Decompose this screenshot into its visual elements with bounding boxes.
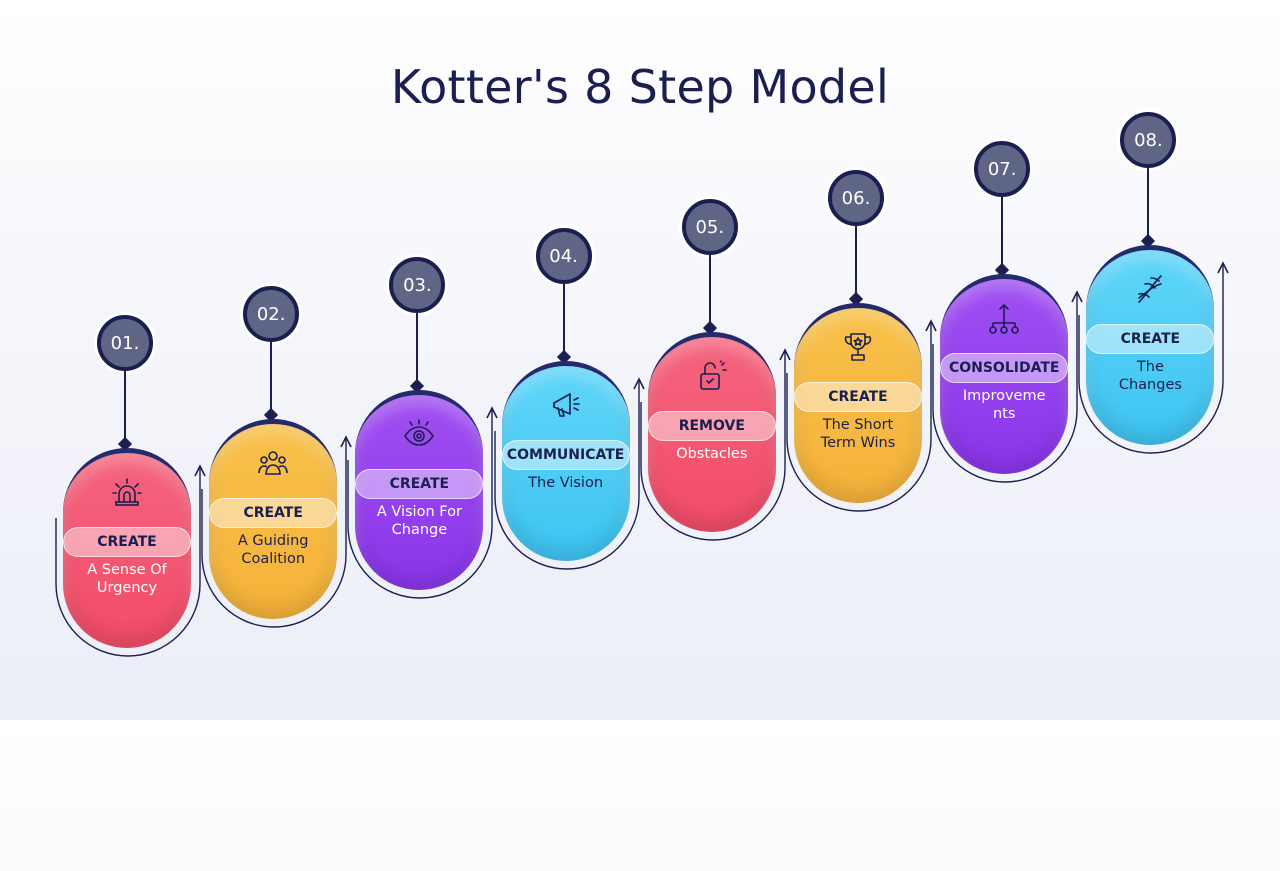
step-connector-line <box>562 284 565 359</box>
step-description-line: The Vision <box>528 475 604 491</box>
step-description-line: nts <box>992 406 1016 422</box>
step-number-badge: 01. <box>97 315 153 371</box>
unlocked-padlock-icon <box>695 359 729 393</box>
step-arc-arrow <box>932 290 1083 483</box>
step-description-line: Urgency <box>96 580 158 596</box>
step-number-badge: 06. <box>828 170 884 226</box>
step-connector-line <box>708 255 711 330</box>
hierarchy-network-icon <box>987 301 1021 335</box>
step-arc-arrow <box>201 435 352 628</box>
step-card: CREATE A Sense Of Urgency <box>63 448 191 648</box>
step-description-line: Obstacles <box>676 446 748 462</box>
step-arc-arrow <box>640 348 791 541</box>
step-number-badge: 05. <box>681 199 738 255</box>
step-label: CREATE <box>209 498 338 528</box>
step-card: REMOVE Obstacles <box>647 332 776 532</box>
step-label: CONSOLIDATE <box>940 353 1069 383</box>
step-number-badge: 08. <box>1120 112 1177 168</box>
step-arc-arrow <box>493 377 645 570</box>
step-number-badge: 03. <box>389 257 446 313</box>
step-card: CONSOLIDATE Improveme nts <box>940 274 1069 474</box>
step-description-line: Change <box>391 522 448 538</box>
step-description-line: The <box>1136 359 1164 375</box>
step-7: 07. CONSOLIDATE Improveme nts <box>930 137 1083 697</box>
trophy-icon <box>841 330 875 364</box>
step-arc-arrow <box>1078 261 1230 454</box>
step-connector-line <box>416 313 419 388</box>
step-connector-line <box>1147 168 1150 243</box>
alarm-siren-icon <box>110 475 144 509</box>
team-group-icon <box>256 446 290 480</box>
step-number-badge: 07. <box>974 141 1031 197</box>
step-label: CREATE <box>355 469 484 499</box>
step-description: A Sense Of Urgency <box>75 561 179 597</box>
step-4: 04. COMMUNICATE The Vision <box>492 224 645 784</box>
step-label: COMMUNICATE <box>501 440 630 470</box>
step-label: CREATE <box>794 382 922 412</box>
step-connector-line <box>124 371 126 446</box>
step-description-line: A Guiding <box>237 533 309 549</box>
step-connector-line <box>1001 197 1004 272</box>
step-connector-line <box>855 226 857 301</box>
step-description-line: Term Wins <box>820 435 896 451</box>
step-description-line: Changes <box>1118 377 1182 393</box>
step-connector-line <box>270 342 273 417</box>
step-5: 05. REMOVE Obstacles <box>638 195 791 755</box>
step-number-badge: 04. <box>535 228 592 284</box>
step-description: Improveme nts <box>952 387 1056 423</box>
eye-vision-icon <box>402 417 436 451</box>
step-card: COMMUNICATE The Vision <box>501 361 630 561</box>
step-description: The Vision <box>514 474 618 492</box>
step-description-line: A Sense Of <box>87 562 167 578</box>
step-arc-arrow <box>786 319 937 512</box>
step-label: REMOVE <box>647 411 776 441</box>
step-number-badge: 02. <box>243 286 300 342</box>
step-label: CREATE <box>1086 324 1215 354</box>
step-description-line: Coalition <box>241 551 306 567</box>
megaphone-icon <box>549 388 583 422</box>
step-arc-arrow <box>347 406 499 599</box>
step-label: CREATE <box>63 527 191 557</box>
step-description-line: The Short <box>822 417 894 433</box>
step-description-line: A Vision For <box>376 504 462 520</box>
page-title: Kotter's 8 Step Model <box>390 60 890 114</box>
dna-helix-icon <box>1133 272 1167 306</box>
step-description-line: Improveme <box>962 388 1046 404</box>
step-description: Obstacles <box>660 445 764 463</box>
step-arc-arrow <box>55 464 206 657</box>
step-1: 01. CREATE A Sense Of Urgency <box>53 311 206 871</box>
